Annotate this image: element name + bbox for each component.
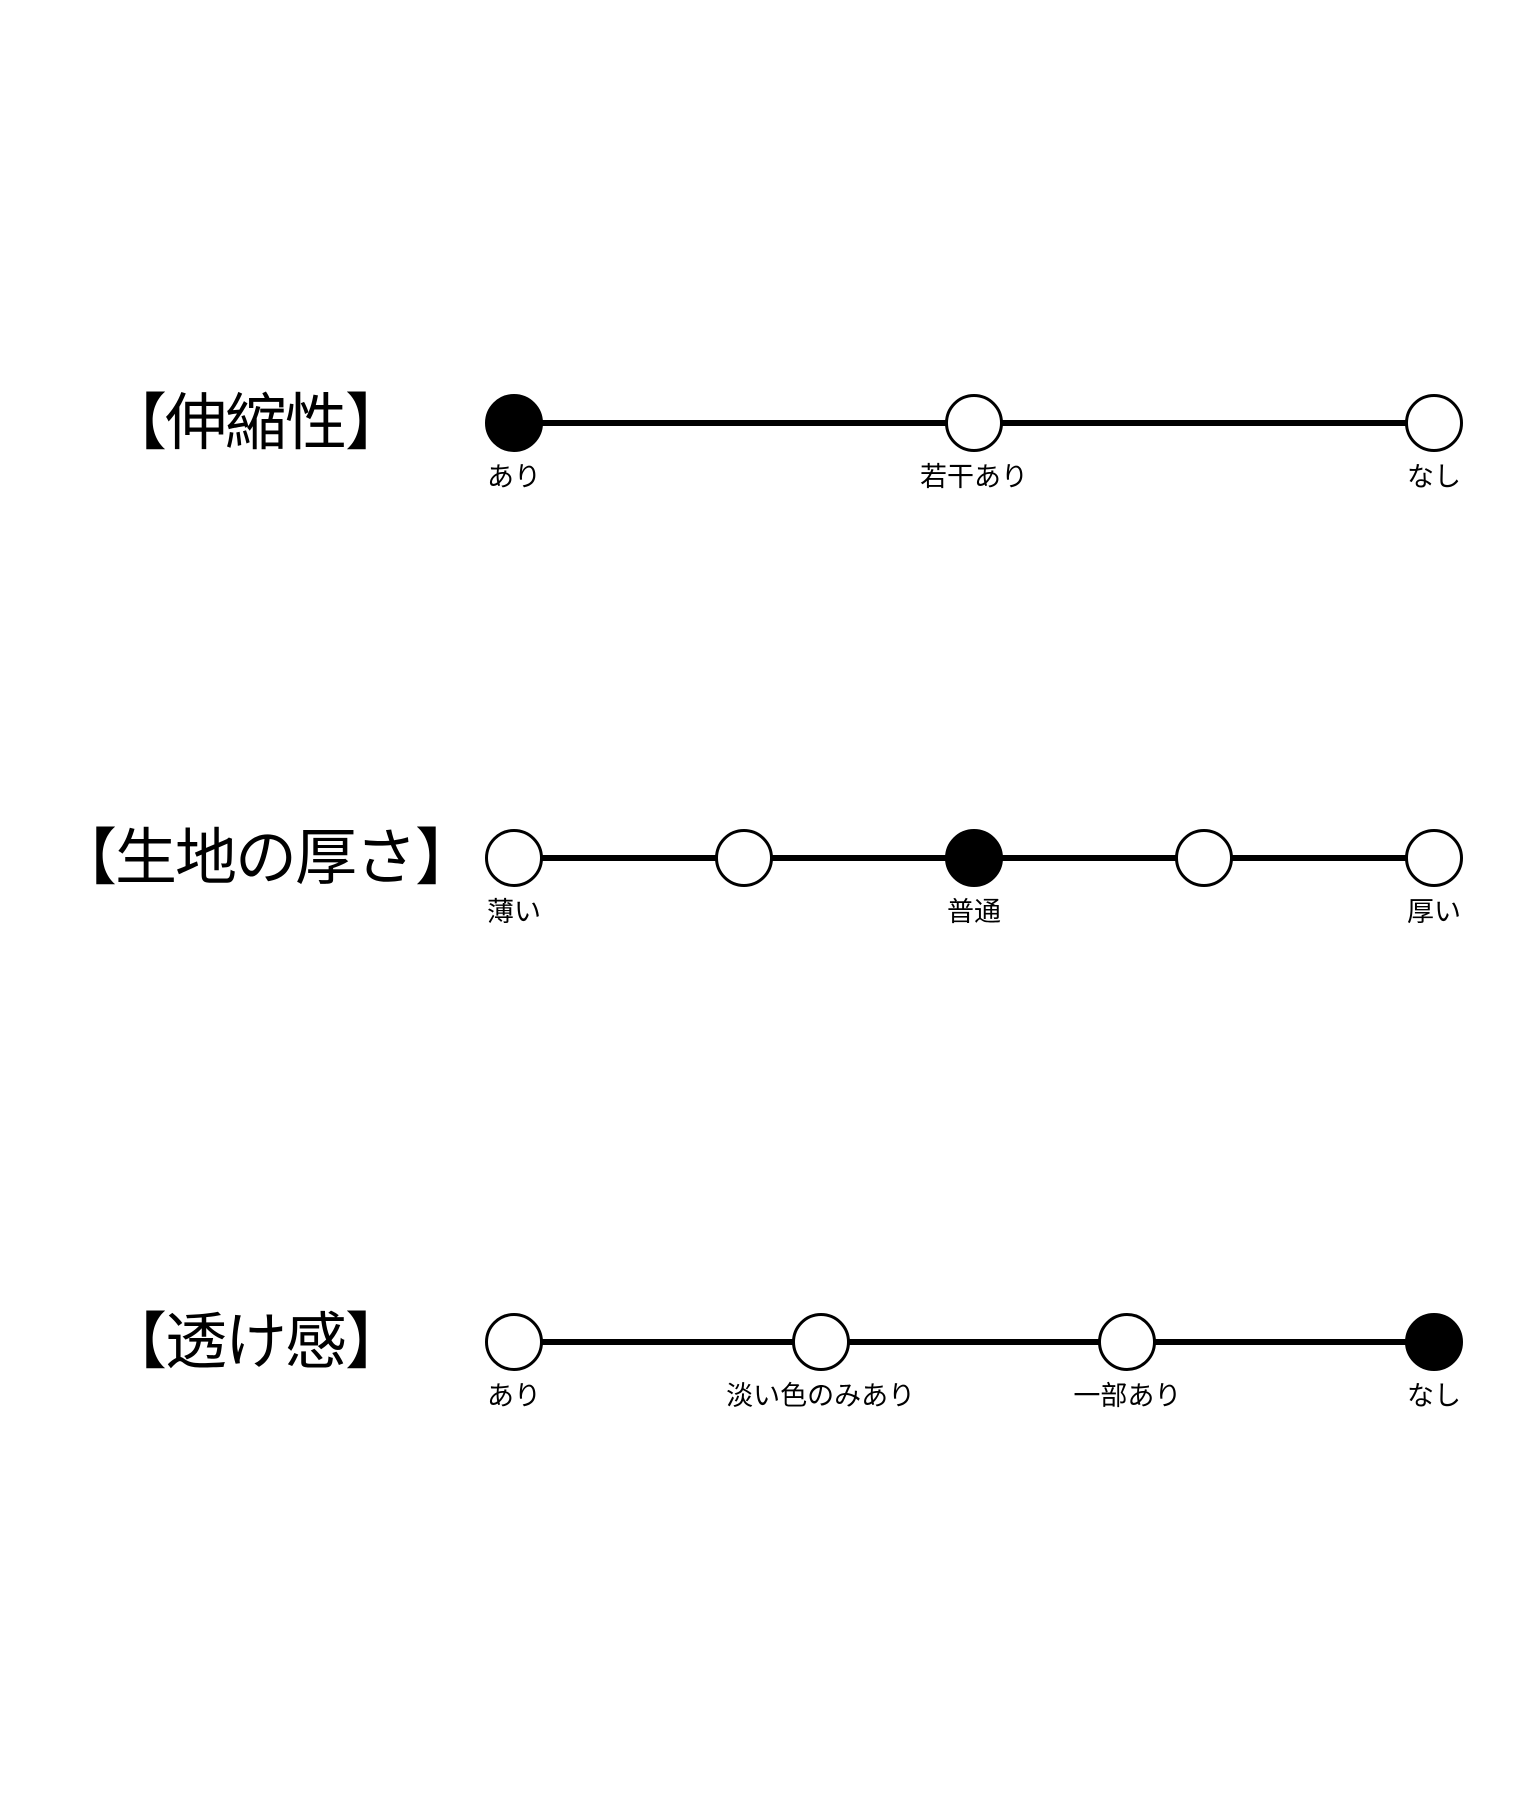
scale-point-label: あり [487, 462, 541, 493]
scale-point-label: なし [1407, 462, 1461, 493]
scale-point-label: なし [1407, 1381, 1461, 1412]
scale-point [1405, 394, 1463, 452]
scale-point [1098, 1313, 1157, 1371]
scale-point-label: 厚い [1407, 897, 1461, 928]
scale-point-label: 普通 [947, 897, 1001, 928]
scale-point-selected [485, 394, 543, 452]
scale-point-label: 淡い色のみあり [726, 1381, 916, 1412]
scale-point-label: 薄い [487, 897, 541, 928]
scale-point [715, 829, 773, 887]
scale-point-label: 若干あり [920, 462, 1028, 493]
scale-point [485, 829, 543, 887]
scale-point-selected [1405, 1313, 1463, 1371]
scale-thickness: 【生地の厚さ】 薄い 普通 厚い [0, 821, 1536, 998]
scale-title: 【生地の厚さ】 [55, 821, 477, 894]
scale-point [945, 394, 1003, 452]
scale-point [791, 1313, 850, 1371]
scale-line [514, 1339, 1434, 1345]
scale-title: 【伸縮性】 [104, 386, 407, 459]
scale-point-label: 一部あり [1073, 1381, 1182, 1412]
scale-stretch: 【伸縮性】 あり 若干あり なし [0, 386, 1536, 563]
scale-point [1175, 829, 1233, 887]
scale-point [485, 1313, 543, 1371]
scale-sheerness: 【透け感】 あり 淡い色のみあり 一部あり なし [0, 1305, 1536, 1482]
scale-point-selected [945, 829, 1003, 887]
scale-point [1405, 829, 1463, 887]
scale-title: 【透け感】 [104, 1305, 407, 1378]
scale-point-label: あり [487, 1381, 541, 1412]
